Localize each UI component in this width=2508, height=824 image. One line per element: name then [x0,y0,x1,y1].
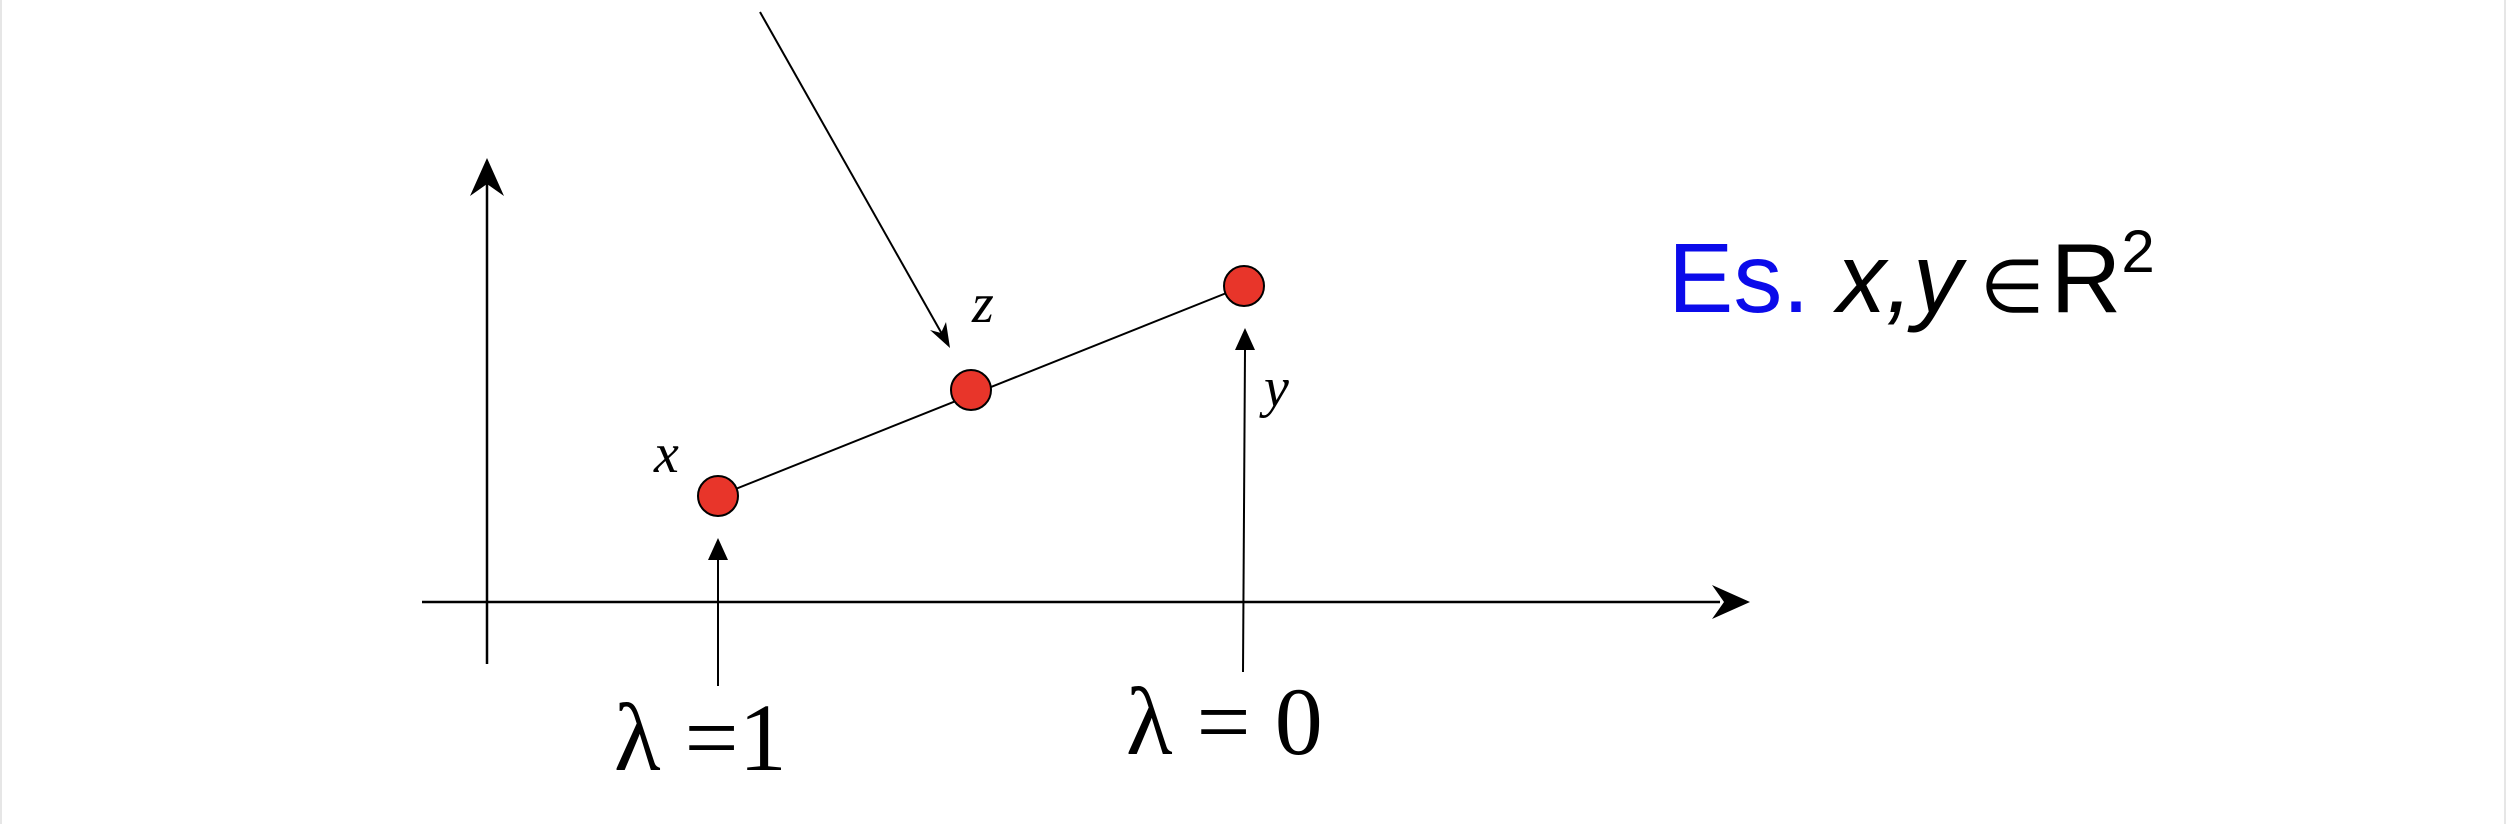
pointer-arrowhead [930,322,950,348]
arrow-to-y [1242,349,1246,673]
label-z: z [971,273,994,335]
point-z [950,369,992,411]
right-edge-line [2504,0,2506,824]
example-statement: Es. x,y∈R2 [1668,222,2155,330]
label-x: x [653,423,679,485]
left-edge-line [0,0,2,824]
arrow-to-y-head [1235,328,1255,350]
arrow-to-x-head [708,538,728,560]
lambda-one-label: λ =1 [614,684,787,791]
point-y [1223,265,1265,307]
y-axis-arrowhead [470,158,504,196]
example-vars: x,y [1836,223,1963,333]
lambda-zero-label: λ = 0 [1126,668,1323,775]
x-axis-arrowhead [1712,585,1750,619]
set-exponent: 2 [2121,218,2155,285]
element-of-symbol: ∈ [1980,244,2045,330]
pointer-arrow-to-z [759,11,943,335]
label-y: y [1259,357,1289,419]
real-set-symbol: R [2050,223,2122,333]
example-prefix: Es. [1668,223,1810,333]
point-x [697,475,739,517]
